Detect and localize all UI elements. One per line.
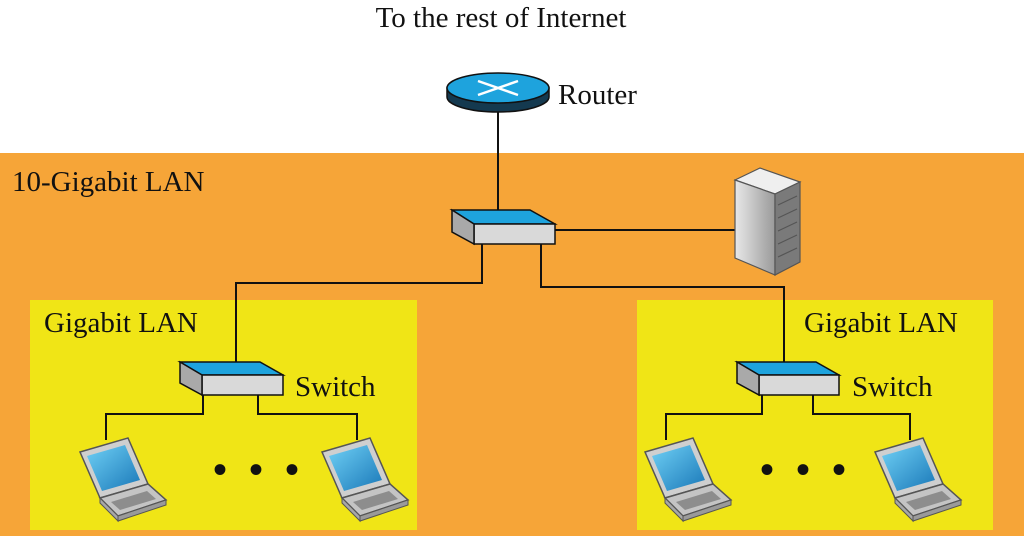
internet-label: To the rest of Internet <box>376 2 627 34</box>
left-switch-icon <box>177 360 286 397</box>
server-icon <box>733 167 802 276</box>
router-label: Router <box>558 79 637 111</box>
router-icon <box>446 72 550 113</box>
right-switch-to-laptop2-link <box>812 395 911 440</box>
left-switch-label: Switch <box>295 371 376 403</box>
core-switch-icon <box>449 208 558 246</box>
right-lan-label: Gigabit LAN <box>804 307 958 339</box>
core-to-right-switch-link <box>540 244 785 362</box>
right-switch-to-laptop1-link <box>665 395 763 440</box>
left-more-devices-ellipsis: • • • <box>213 447 305 492</box>
connection-lines <box>105 110 911 440</box>
right-more-devices-ellipsis: • • • <box>760 447 852 492</box>
left-lan-label: Gigabit LAN <box>44 307 198 339</box>
backbone-lan-label: 10-Gigabit LAN <box>12 166 205 198</box>
left-switch-to-laptop2-link <box>257 395 358 440</box>
core-to-left-switch-link <box>235 244 483 362</box>
left-switch-to-laptop1-link <box>105 395 204 440</box>
right-switch-icon <box>734 360 842 397</box>
right-switch-label: Switch <box>852 371 933 403</box>
